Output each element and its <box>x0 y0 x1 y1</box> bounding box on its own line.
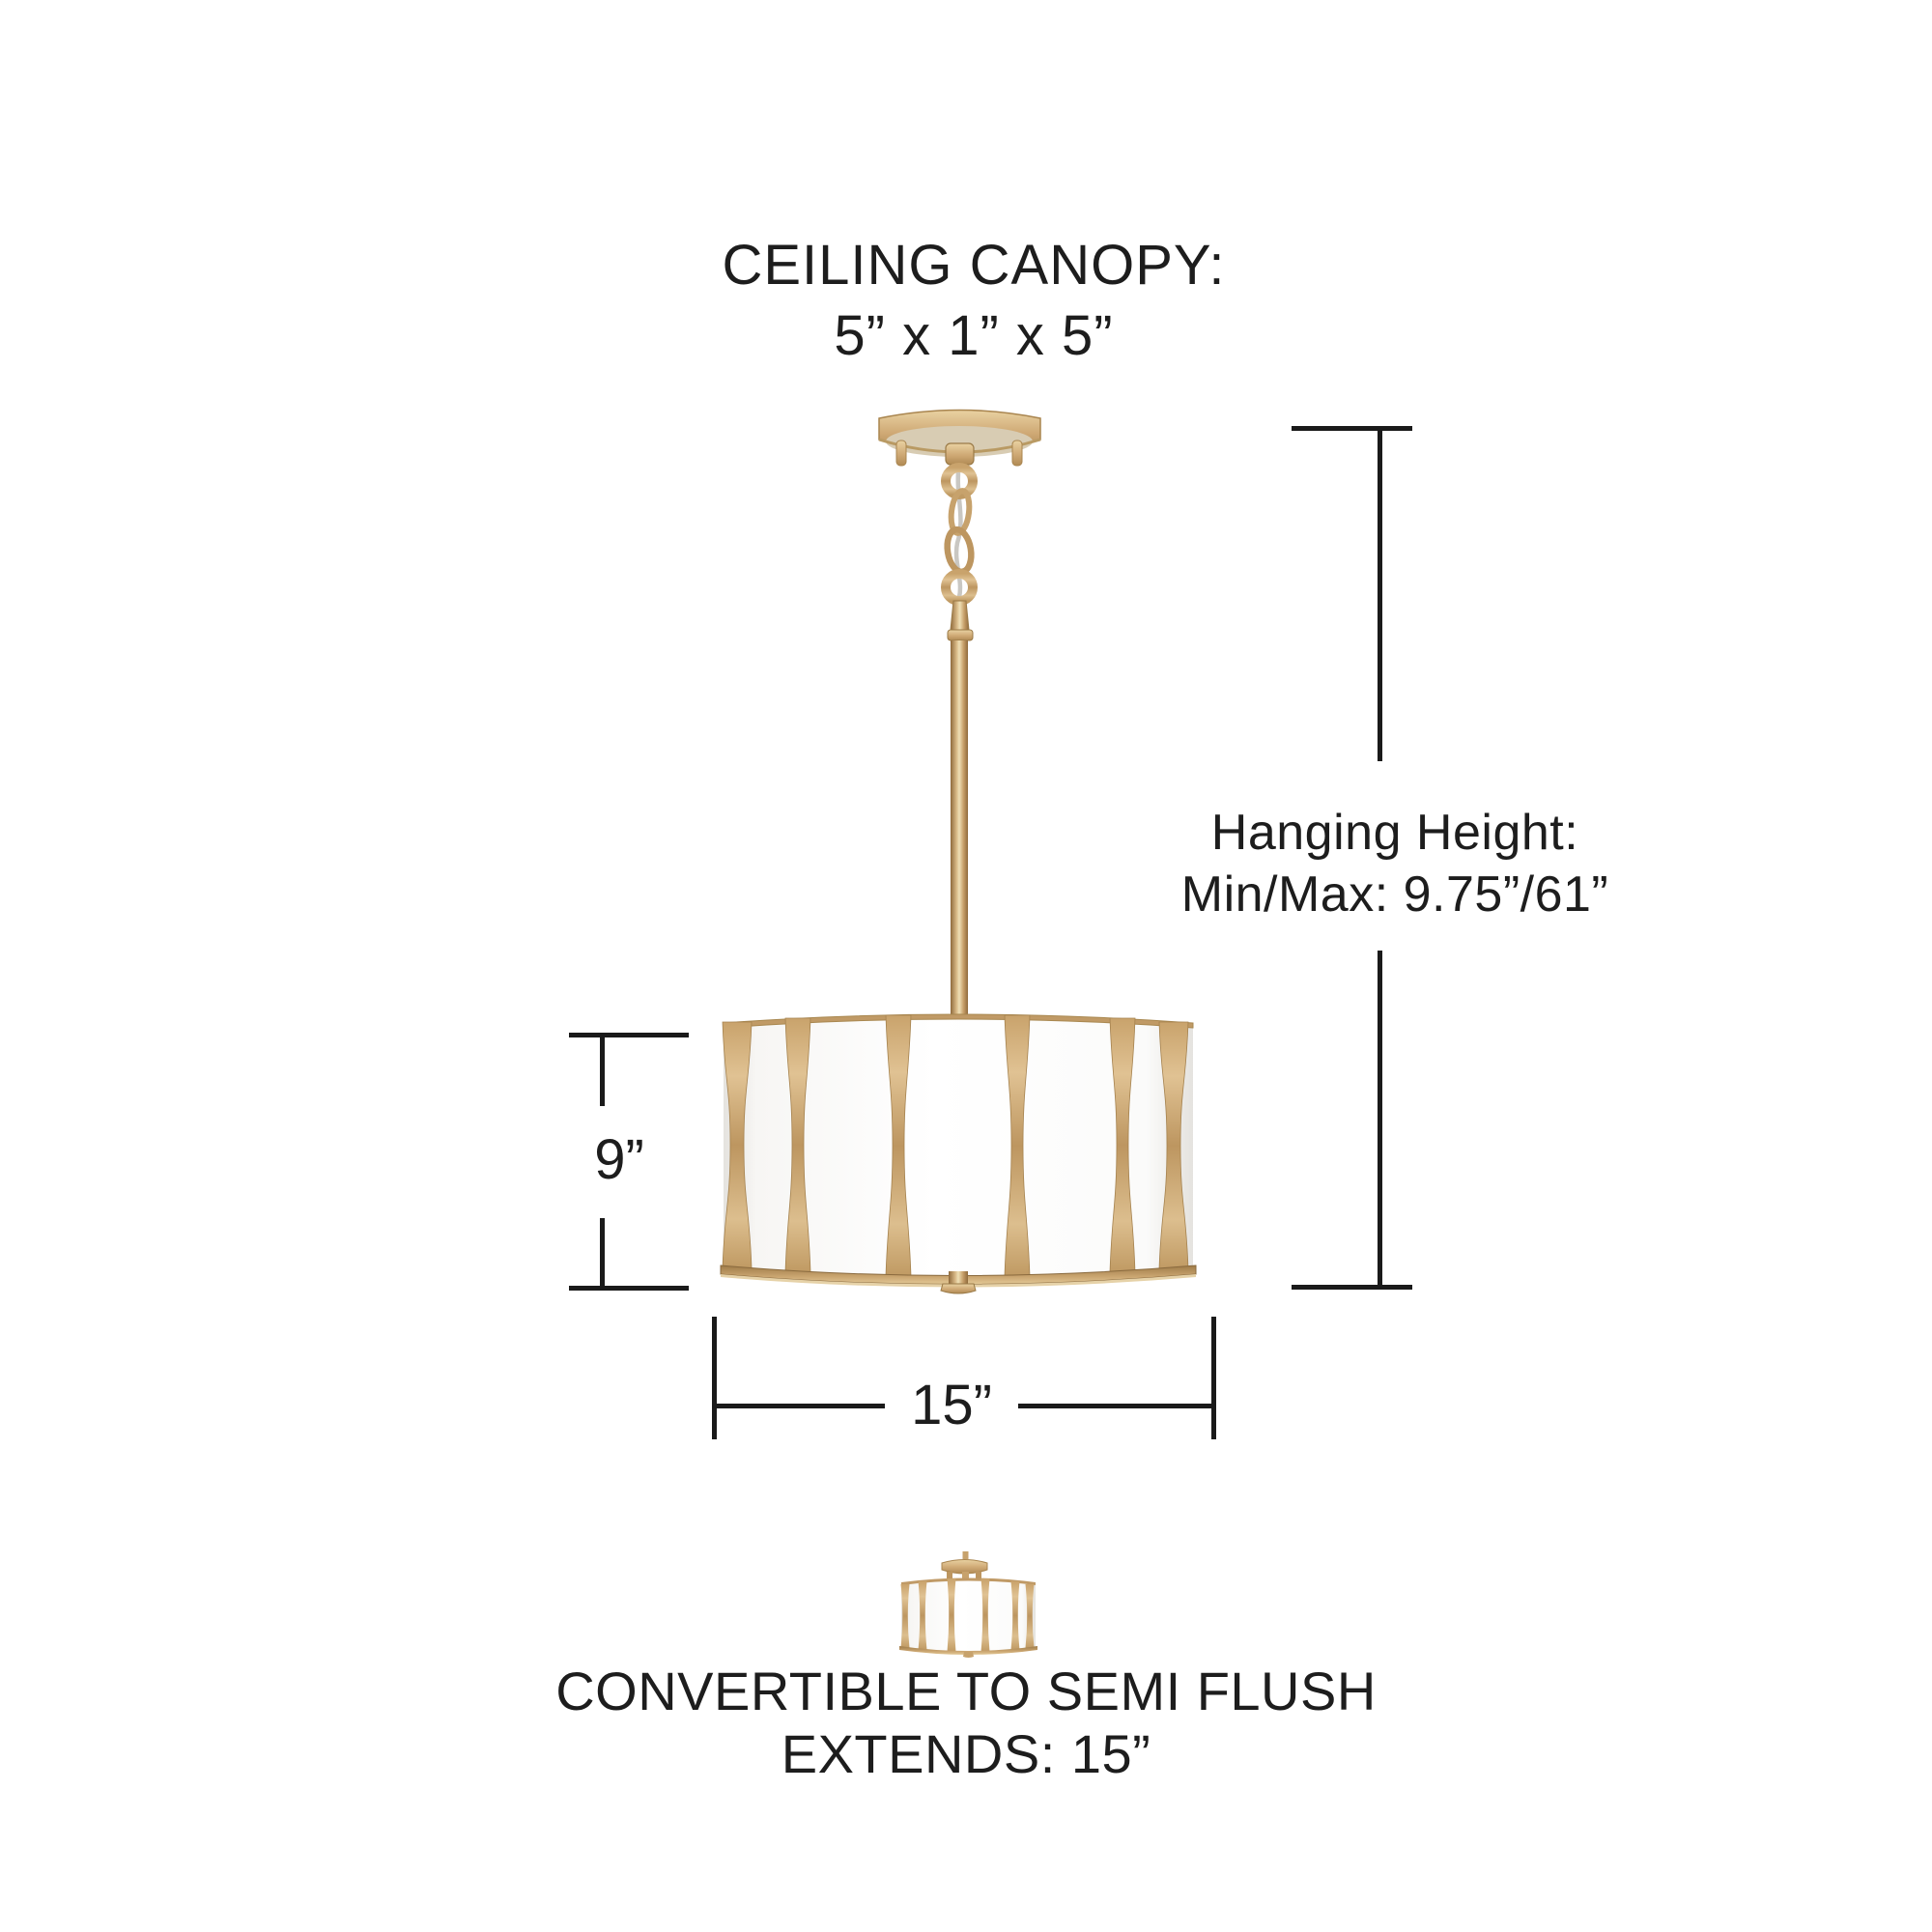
pendant-fixture-illustration <box>720 409 1197 1294</box>
shade-height-dim-line-upper <box>600 1033 605 1106</box>
shade-width-dim-line-right <box>1018 1404 1213 1408</box>
shade-height-dim-bottom-cap <box>569 1286 689 1291</box>
hanging-height-label-line2: Min/Max: 9.75”/61” <box>1180 867 1609 923</box>
hanging-height-dim-top-cap <box>1292 426 1412 431</box>
shade-width-value: 15” <box>911 1374 992 1436</box>
convertible-label-line2: EXTENDS: 15” <box>781 1723 1151 1784</box>
shade-width-dim-right-tick <box>1211 1317 1216 1439</box>
chain <box>941 463 978 606</box>
canopy <box>878 409 1041 467</box>
shade-width-dim-line-left <box>715 1404 885 1408</box>
ceiling-canopy-label: CEILING CANOPY: 5” x 1” x 5” <box>442 230 1505 371</box>
shade-width-label: 15” <box>879 1376 1024 1435</box>
convertible-label: CONVERTIBLE TO SEMI FLUSH EXTENDS: 15” <box>429 1660 1503 1785</box>
drum-shade <box>720 1013 1197 1288</box>
ceiling-canopy-label-line1: CEILING CANOPY: <box>722 234 1226 297</box>
shade-width-dim-left-tick <box>712 1317 717 1439</box>
semi-flush-drum <box>899 1577 1037 1658</box>
hanging-height-dim-line-upper <box>1378 426 1382 761</box>
bottom-finial <box>940 1271 977 1294</box>
shade-height-label: 9” <box>547 1130 692 1190</box>
hanging-height-label: Hanging Height: Min/Max: 9.75”/61” <box>1115 802 1675 925</box>
ceiling-canopy-label-line2: 5” x 1” x 5” <box>834 304 1114 367</box>
downrod <box>947 600 974 1019</box>
shade-height-dim-top-cap <box>569 1033 689 1037</box>
semi-flush-fixture-illustration <box>899 1551 1037 1658</box>
hanging-height-label-line1: Hanging Height: <box>1210 805 1579 861</box>
convertible-label-line1: CONVERTIBLE TO SEMI FLUSH <box>555 1661 1377 1721</box>
shade-height-dim-line-lower <box>600 1218 605 1290</box>
shade-height-value: 9” <box>594 1128 644 1191</box>
semi-flush-canopy <box>941 1551 988 1581</box>
hanging-height-dim-line-lower <box>1378 951 1382 1289</box>
hanging-height-dim-bottom-cap <box>1292 1285 1412 1290</box>
